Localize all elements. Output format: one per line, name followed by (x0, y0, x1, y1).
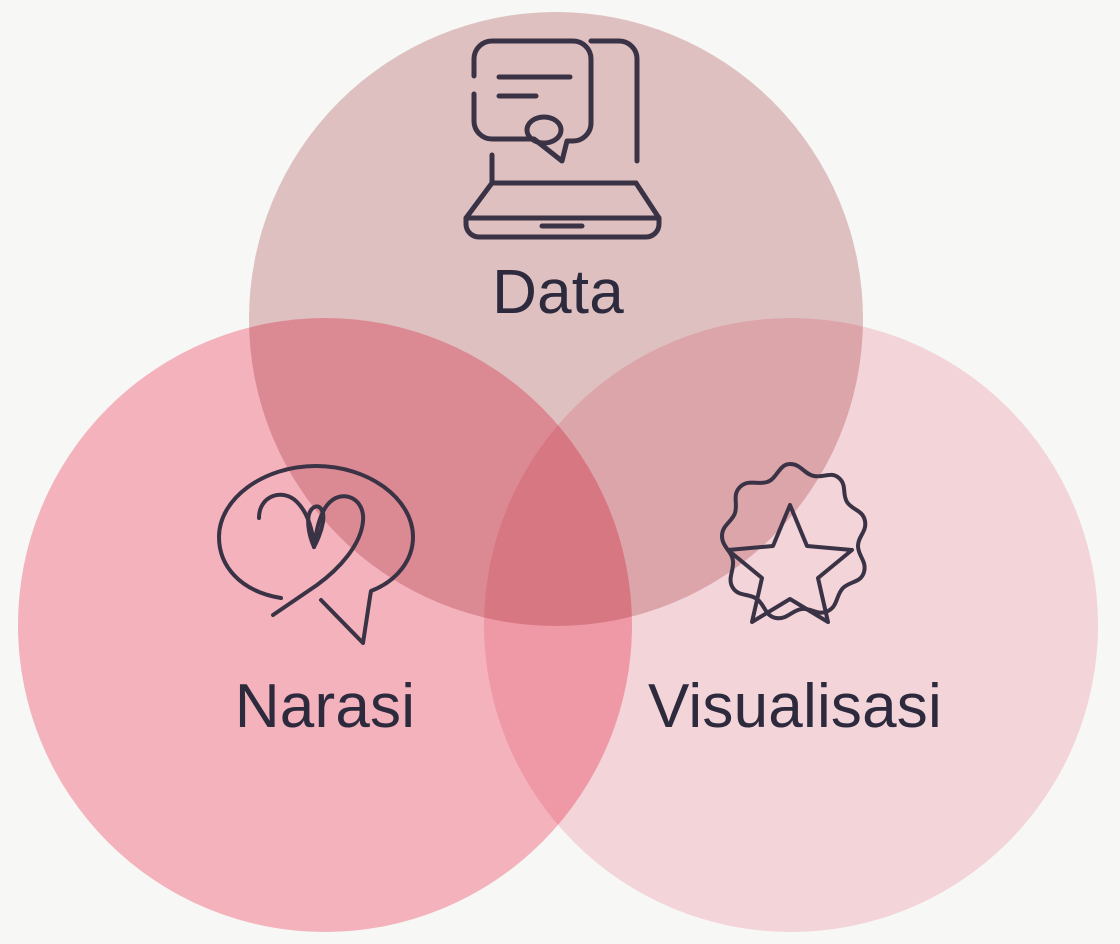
venn-label-visualisasi: Visualisasi (648, 672, 942, 741)
speech-bubble-heart-icon (213, 455, 423, 655)
star-badge-icon (700, 458, 880, 640)
laptop-chat-icon (452, 28, 672, 243)
venn-label-narasi: Narasi (234, 672, 416, 741)
venn-label-data: Data (492, 258, 624, 327)
venn-circle-visualisasi[interactable] (484, 318, 1098, 932)
